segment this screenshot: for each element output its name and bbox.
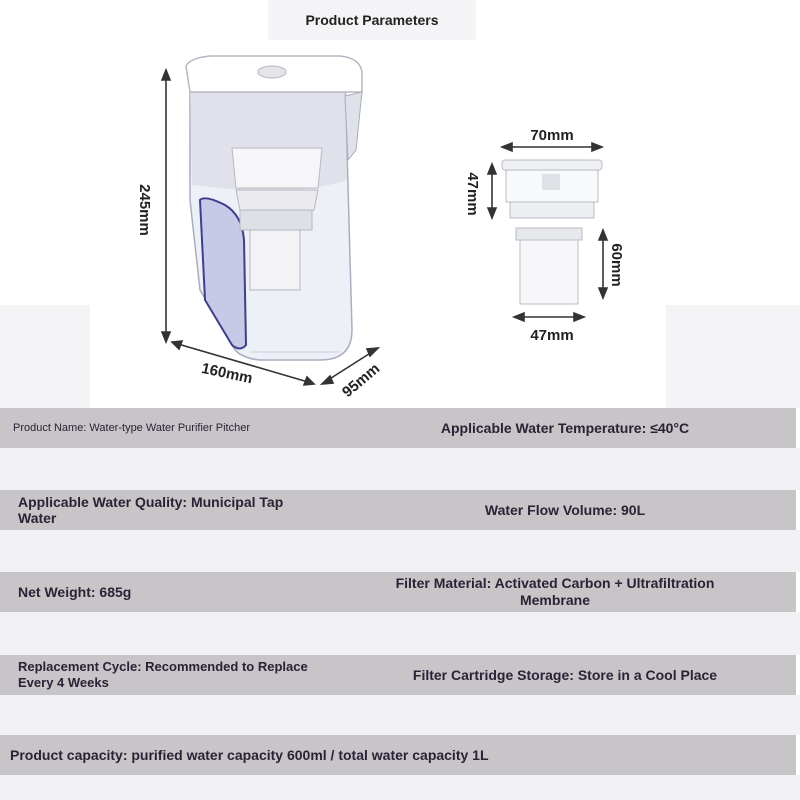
flow-volume-text: Water Flow Volume: 90L bbox=[484, 501, 646, 518]
param-row-5: Product capacity: purified water capacit… bbox=[0, 735, 796, 775]
filter-dimension-lines bbox=[486, 141, 609, 323]
param-row-2: Applicable Water Quality: Municipal Tap … bbox=[0, 490, 796, 530]
row-gap bbox=[0, 612, 800, 655]
pitcher-illustration bbox=[185, 55, 363, 361]
row-gap bbox=[0, 775, 800, 800]
title-bar: Product Parameters bbox=[268, 0, 476, 40]
pitcher-depth-label: 95mm bbox=[339, 360, 383, 401]
row-gap bbox=[0, 530, 800, 572]
filter-top-width-label: 70mm bbox=[530, 127, 573, 144]
replacement-cycle-text: Replacement Cycle: Recommended to Replac… bbox=[18, 659, 308, 690]
water-quality-text: Applicable Water Quality: Municipal Tap … bbox=[18, 494, 284, 526]
cartridge-storage-text: Filter Cartridge Storage: Store in a Coo… bbox=[412, 666, 718, 683]
capacity-text: Product capacity: purified water capacit… bbox=[10, 747, 489, 763]
filter-bottom-height-label: 60mm bbox=[608, 243, 625, 286]
background-panel-left bbox=[0, 305, 90, 408]
page-title: Product Parameters bbox=[305, 12, 439, 28]
water-temperature-text: Applicable Water Temperature: ≤40°C bbox=[440, 419, 690, 436]
row-gap bbox=[0, 695, 800, 735]
product-name-text: Product Name: Water-type Water Purifier … bbox=[13, 422, 250, 434]
param-row-3: Net Weight: 685g Filter Material: Activa… bbox=[0, 572, 796, 612]
pitcher-height-label: 245mm bbox=[136, 184, 153, 236]
background-panel-right bbox=[666, 305, 800, 408]
param-row-1: Product Name: Water-type Water Purifier … bbox=[0, 408, 796, 448]
product-dimension-figure: 245mm 160mm 95mm 70mm 47mm 6 bbox=[136, 55, 625, 401]
net-weight-text: Net Weight: 685g bbox=[18, 584, 132, 600]
row-gap bbox=[0, 448, 800, 490]
pitcher-dimension-lines bbox=[160, 67, 381, 386]
filter-top-height-label: 47mm bbox=[464, 172, 481, 215]
param-row-4: Replacement Cycle: Recommended to Replac… bbox=[0, 655, 796, 695]
filter-cartridge-illustration bbox=[501, 159, 603, 305]
filter-material-text: Filter Material: Activated Carbon + Ultr… bbox=[395, 575, 715, 608]
filter-bottom-width-label: 47mm bbox=[530, 327, 573, 344]
